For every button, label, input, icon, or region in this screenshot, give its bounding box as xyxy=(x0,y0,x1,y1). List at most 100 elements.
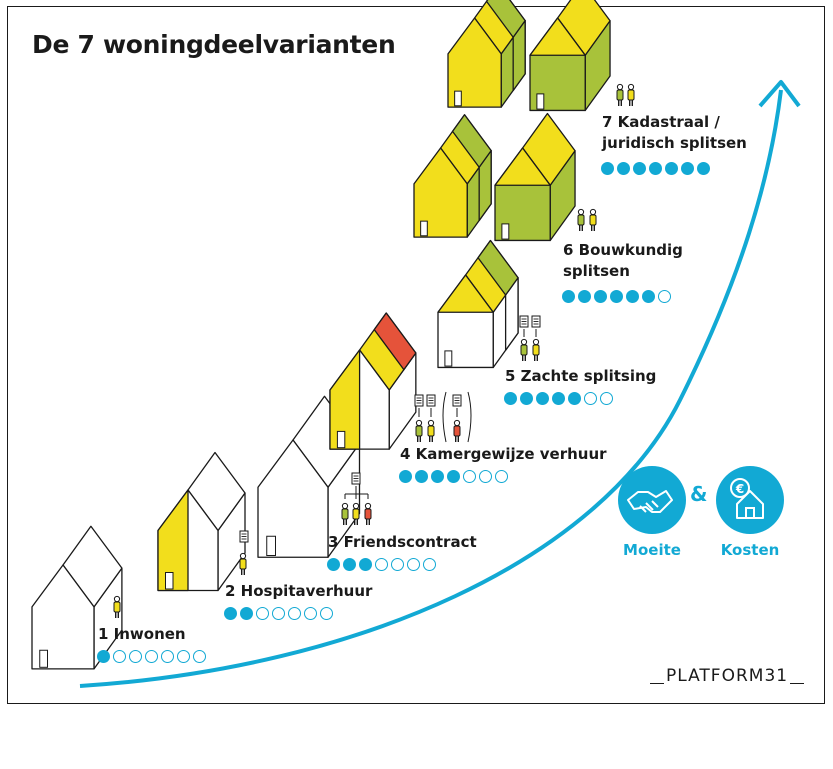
person-icon xyxy=(427,419,435,443)
house-icon xyxy=(413,114,492,238)
effort-dot xyxy=(343,558,356,571)
effort-dot xyxy=(568,392,581,405)
person-icon xyxy=(453,419,461,443)
effort-dot xyxy=(584,392,597,405)
house-icon xyxy=(529,0,611,112)
effort-dot xyxy=(97,650,110,663)
person-icon xyxy=(577,208,585,232)
variant-3-effort-dots xyxy=(327,558,436,571)
handshake-icon xyxy=(618,466,686,534)
variant-6-label-line: splitsen xyxy=(563,262,630,280)
contract-icon xyxy=(351,472,361,485)
effort-dot xyxy=(320,607,333,620)
svg-text:€: € xyxy=(735,482,744,496)
effort-dot xyxy=(256,607,269,620)
effort-dot xyxy=(658,290,671,303)
variant-6-effort-dots xyxy=(562,290,671,303)
effort-dot xyxy=(610,290,623,303)
effort-dot xyxy=(578,290,591,303)
legend-effort-label: Moeite xyxy=(623,541,681,559)
variant-1-effort-dots xyxy=(97,650,206,663)
variant-5-label-line: 5 Zachte splitsing xyxy=(505,367,657,385)
effort-dot xyxy=(600,392,613,405)
effort-dot xyxy=(626,290,639,303)
effort-dot xyxy=(240,607,253,620)
variant-2-label: 2 Hospitaverhuur xyxy=(225,581,372,602)
effort-dot xyxy=(177,650,190,663)
effort-dot xyxy=(431,470,444,483)
effort-dot xyxy=(463,470,476,483)
effort-dot xyxy=(113,650,126,663)
effort-dot xyxy=(145,650,158,663)
effort-dot xyxy=(697,162,710,175)
variant-6-label: 6 Bouwkundig splitsen xyxy=(563,240,683,282)
person-icon xyxy=(627,83,635,107)
variant-7-label-line: 7 Kadastraal / xyxy=(602,113,720,131)
effort-dot xyxy=(552,392,565,405)
variant-1-label-line: 1 Inwonen xyxy=(98,625,186,643)
house-icon xyxy=(494,112,576,242)
effort-dot xyxy=(520,392,533,405)
page-title: De 7 woningdeelvarianten xyxy=(32,30,396,59)
variant-3-label: 3 Friendscontract xyxy=(328,532,477,553)
effort-dot xyxy=(399,470,412,483)
variant-2-effort-dots xyxy=(224,607,333,620)
effort-dot xyxy=(129,650,142,663)
person-icon xyxy=(239,552,247,576)
effort-dot xyxy=(359,558,372,571)
effort-dot xyxy=(288,607,301,620)
variant-4-label-line: 4 Kamergewijze verhuur xyxy=(400,445,607,463)
effort-dot xyxy=(224,607,237,620)
contract-icon xyxy=(414,394,424,407)
effort-dot xyxy=(504,392,517,405)
effort-dot xyxy=(272,607,285,620)
person-icon xyxy=(616,83,624,107)
variant-3-label-line: 3 Friendscontract xyxy=(328,533,477,551)
effort-dot xyxy=(447,470,460,483)
variant-2-label-line: 2 Hospitaverhuur xyxy=(225,582,373,600)
effort-dot xyxy=(193,650,206,663)
effort-dot xyxy=(304,607,317,620)
variant-1-label: 1 Inwonen xyxy=(98,624,186,645)
house-icon xyxy=(329,312,417,450)
effort-dot xyxy=(601,162,614,175)
variant-7-label: 7 Kadastraal /juridisch splitsen xyxy=(602,112,747,154)
effort-dot xyxy=(681,162,694,175)
legend-cost-label: Kosten xyxy=(720,541,780,559)
house-icon xyxy=(157,451,246,592)
variant-7-effort-dots xyxy=(601,162,710,175)
variant-4-effort-dots xyxy=(399,470,508,483)
effort-dot xyxy=(479,470,492,483)
house-icon xyxy=(447,0,526,108)
contract-icon xyxy=(531,315,541,328)
effort-dot xyxy=(617,162,630,175)
contract-icon xyxy=(519,315,529,328)
contract-icon xyxy=(239,530,249,543)
effort-dot xyxy=(649,162,662,175)
person-icon xyxy=(589,208,597,232)
effort-dot xyxy=(562,290,575,303)
effort-dot xyxy=(633,162,646,175)
variant-5-effort-dots xyxy=(504,392,613,405)
person-icon xyxy=(532,338,540,362)
effort-dot xyxy=(665,162,678,175)
house-icon xyxy=(437,239,519,369)
effort-dot xyxy=(642,290,655,303)
variant-4-label: 4 Kamergewijze verhuur xyxy=(400,444,607,465)
curve-arrow-icon xyxy=(79,89,783,688)
effort-dot xyxy=(423,558,436,571)
effort-dot xyxy=(161,650,174,663)
effort-dot xyxy=(415,470,428,483)
person-icon xyxy=(415,419,423,443)
house-icon xyxy=(31,525,123,670)
effort-dot xyxy=(327,558,340,571)
contract-icon xyxy=(452,394,462,407)
effort-dot xyxy=(407,558,420,571)
legend-ampersand: & xyxy=(690,482,708,506)
variant-6-label-line: 6 Bouwkundig xyxy=(563,241,683,259)
contract-icon xyxy=(426,394,436,407)
platform31-logo: PLATFORM31 xyxy=(650,666,804,686)
variant-5-label: 5 Zachte splitsing xyxy=(505,366,656,387)
effort-dot xyxy=(594,290,607,303)
person-icon xyxy=(364,502,372,526)
